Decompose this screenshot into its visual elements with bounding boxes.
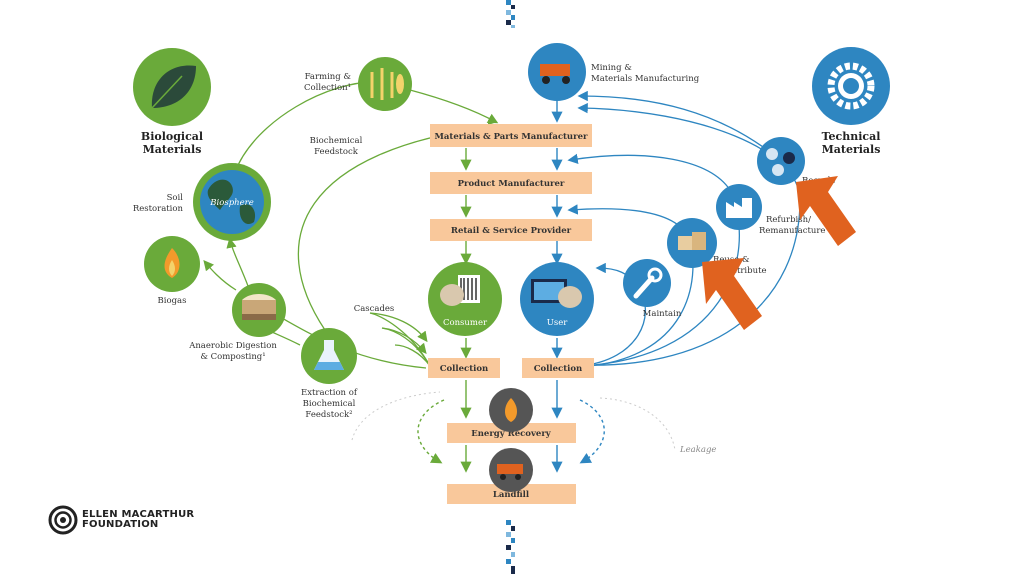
landfill-truck-icon [489,448,533,492]
consumer-label: Consumer [443,318,488,328]
energy-recovery-box [447,423,576,443]
maintain-label: Maintain [643,309,682,319]
collection-bio-box [428,358,500,378]
collection-bio-label: Collection [440,364,488,374]
collection-tech-box [522,358,594,378]
retail-label: Retail & Service Provider [451,226,572,236]
extraction-label-1: Extraction of [301,388,358,398]
technical-title-1: Technical [822,130,881,143]
pixel-decoration-top [506,0,515,28]
green-vertical-flow [417,148,472,473]
user-icon [520,262,594,336]
product-manufacturer-box [430,172,592,194]
landfill-box [447,484,576,504]
logo-line-2: FOUNDATION [82,519,159,530]
logo-line-1: ELLEN MACARTHUR [82,509,195,520]
highlight-arrow-reuse [702,258,762,330]
biogas-label: Biogas [158,296,187,306]
materials-parts-box [430,124,592,147]
flask-icon [301,328,357,384]
extraction-label-3: Feedstock² [305,410,352,420]
globe-icon [193,163,271,241]
user-label: User [547,318,569,328]
biochem-feedstock-label-2: Feedstock [314,147,359,157]
pixel-decoration-bottom [506,520,515,574]
leakage-label: Leakage [679,445,716,455]
mining-label-1: Mining & [591,63,632,73]
wheat-fish-icon [358,57,412,111]
flame-biogas-icon [144,236,200,292]
leaf-icon [133,48,211,126]
recycle-icon [757,137,805,185]
biological-title-2: Materials [143,143,202,156]
anaerobic-label-2: & Composting¹ [200,352,265,362]
cascades-label: Cascades [354,304,395,314]
extraction-label-2: Biochemical [303,399,356,409]
landfill-label: Landfill [493,490,530,500]
mining-label-2: Materials Manufacturing [591,74,700,84]
farming-label-1: Farming & [305,72,352,82]
biosphere-label: Biosphere [209,198,253,208]
retail-box [430,219,592,241]
anaerobic-label-1: Anaerobic Digestion [188,341,277,351]
soil-restoration-label-1: Soil [167,193,184,203]
collection-tech-label: Collection [534,364,582,374]
energy-recovery-label: Energy Recovery [471,429,552,439]
boxes-reuse-icon [667,218,717,268]
materials-parts-label: Materials & Parts Manufacturer [435,132,589,142]
wrench-icon [623,259,671,307]
truck-mining-icon [528,43,586,101]
reuse-label-2: Redistribute [713,266,767,276]
product-manufacturer-label: Product Manufacturer [458,179,565,189]
biological-title-1: Biological [141,130,203,143]
concentric-rings-icon [48,505,78,535]
refurbish-label-1: Refurbish/ [766,215,811,225]
technical-title-2: Materials [822,143,881,156]
compost-icon [232,283,286,337]
farming-label-2: Collection¹ [304,83,351,93]
flow-boxes: Materials & Parts Manufacturer Product M… [428,124,594,504]
ellen-macarthur-logo: ELLEN MACARTHUR FOUNDATION [48,505,194,535]
blue-vertical-flow [551,100,605,473]
biochem-feedstock-label-1: Biochemical [310,136,363,146]
energy-flame-icon [489,388,533,432]
refurbish-label-2: Remanufacture [759,226,825,236]
soil-restoration-label-2: Restoration [133,204,184,214]
gear-icon [812,47,890,125]
consumer-icon [428,262,502,336]
factory-icon [716,184,762,230]
highlight-arrow-recycle [796,176,856,246]
